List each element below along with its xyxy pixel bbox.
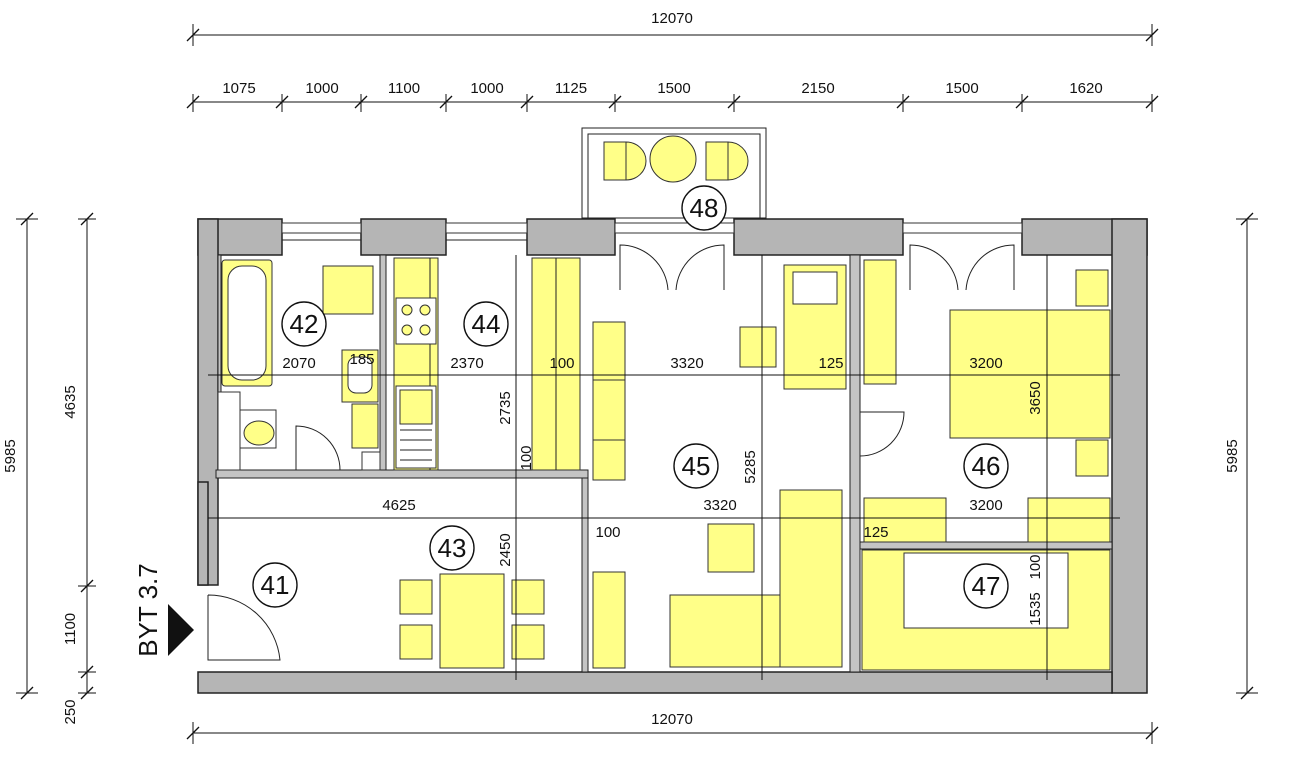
entrance-door-swing	[207, 594, 281, 661]
dim-overall-bottom: 12070	[651, 711, 693, 728]
double-bed	[949, 309, 1111, 439]
dim-seg-5: 1125	[555, 80, 587, 97]
dim-left-door: 1100	[62, 613, 79, 645]
r44-depth: 2735	[497, 391, 514, 424]
dim-seg-8: 1500	[945, 80, 978, 97]
room-42-label: 42	[290, 309, 319, 339]
room-41-label: 41	[261, 570, 290, 600]
partitions	[215, 254, 1113, 673]
dim-right-overall: 5985	[1224, 439, 1241, 472]
top-overall-dimension: 12070	[186, 10, 1159, 46]
dresser-right	[1027, 497, 1111, 543]
r45-wall-bottom: 100	[518, 445, 535, 470]
hall-gap: 100	[595, 524, 620, 541]
top-windows	[281, 222, 1023, 241]
left-overall-dimension: 5985	[2, 212, 38, 700]
bathroom-fixtures	[217, 259, 381, 471]
dim-overall-top: 12070	[651, 10, 693, 27]
room-48-label: 48	[690, 193, 719, 223]
dim-seg-2: 1000	[305, 80, 338, 97]
balcony-chair-right	[705, 141, 729, 181]
dim-seg-1: 1075	[222, 80, 255, 97]
r45-right: 125	[818, 355, 843, 372]
internal-dim-lines	[208, 255, 1120, 680]
left-segment-dimensions: 4635 1100 250	[62, 212, 96, 725]
room-46-label: 46	[972, 451, 1001, 481]
r45-width-top: 3320	[670, 355, 703, 372]
r47-wall: 100	[1027, 554, 1044, 579]
room-45-label: 45	[682, 451, 711, 481]
r44-width: 2370	[450, 355, 483, 372]
balcony-chair-left	[603, 141, 627, 181]
hall-width: 4625	[382, 497, 415, 514]
dim-seg-9: 1620	[1069, 80, 1102, 97]
bedroom-wardrobe	[863, 259, 897, 385]
walls	[197, 218, 1148, 694]
room-dimension-text: 2070 185 2370 2735 100 3320 125 3200 365…	[282, 351, 1044, 626]
r43-depth: 2450	[497, 533, 514, 566]
r45-width-bottom: 3320	[703, 497, 736, 514]
bedroom-furniture	[859, 244, 1111, 543]
walk-in-closet	[861, 549, 1111, 671]
r46-depth: 3650	[1027, 381, 1044, 414]
bottom-overall-dimension: 12070	[186, 711, 1159, 744]
room-44-label: 44	[472, 309, 501, 339]
r42-small: 185	[349, 351, 374, 368]
dim-seg-3: 1100	[388, 80, 420, 97]
nightstand-top	[1075, 269, 1109, 307]
stove	[395, 297, 437, 345]
right-overall-dimension: 5985	[1224, 212, 1258, 700]
desk-chair	[739, 326, 777, 368]
dim-left-bottom: 250	[62, 699, 79, 724]
r46-width-bottom: 3200	[969, 497, 1002, 514]
kitchen-fixtures	[393, 257, 439, 471]
entrance-arrow	[168, 604, 194, 656]
r46-width-top: 3200	[969, 355, 1002, 372]
nightstand-bottom	[1075, 439, 1109, 477]
r45-depth: 5285	[742, 450, 759, 483]
dim-seg-4: 1000	[470, 80, 503, 97]
washing-machine	[322, 265, 374, 315]
balcony-table	[649, 135, 697, 183]
r47-depth: 1535	[1027, 592, 1044, 625]
room-labels: 41 42 43 44 45 46 47 48	[252, 185, 1009, 609]
room-47-label: 47	[972, 571, 1001, 601]
coffee-table	[707, 523, 755, 573]
dim-left-upper: 4635	[62, 385, 79, 418]
r46-left: 125	[863, 524, 888, 541]
r42-width: 2070	[282, 355, 315, 372]
top-segment-dimensions: 1075 1000 1100 1000 1125 1500 2150 1500 …	[186, 80, 1159, 112]
dim-left-overall: 5985	[2, 439, 19, 472]
balcony	[581, 127, 767, 219]
toilet	[243, 420, 275, 446]
dim-seg-7: 2150	[801, 80, 834, 97]
dining-table	[439, 573, 505, 669]
dresser-left	[863, 497, 947, 543]
dining-area	[168, 573, 545, 669]
living-room-furniture	[531, 244, 847, 669]
dim-seg-6: 1500	[657, 80, 690, 97]
r45-wall-top: 100	[549, 355, 574, 372]
room-43-label: 43	[438, 533, 467, 563]
apartment-label: BYT 3.7	[133, 563, 163, 656]
